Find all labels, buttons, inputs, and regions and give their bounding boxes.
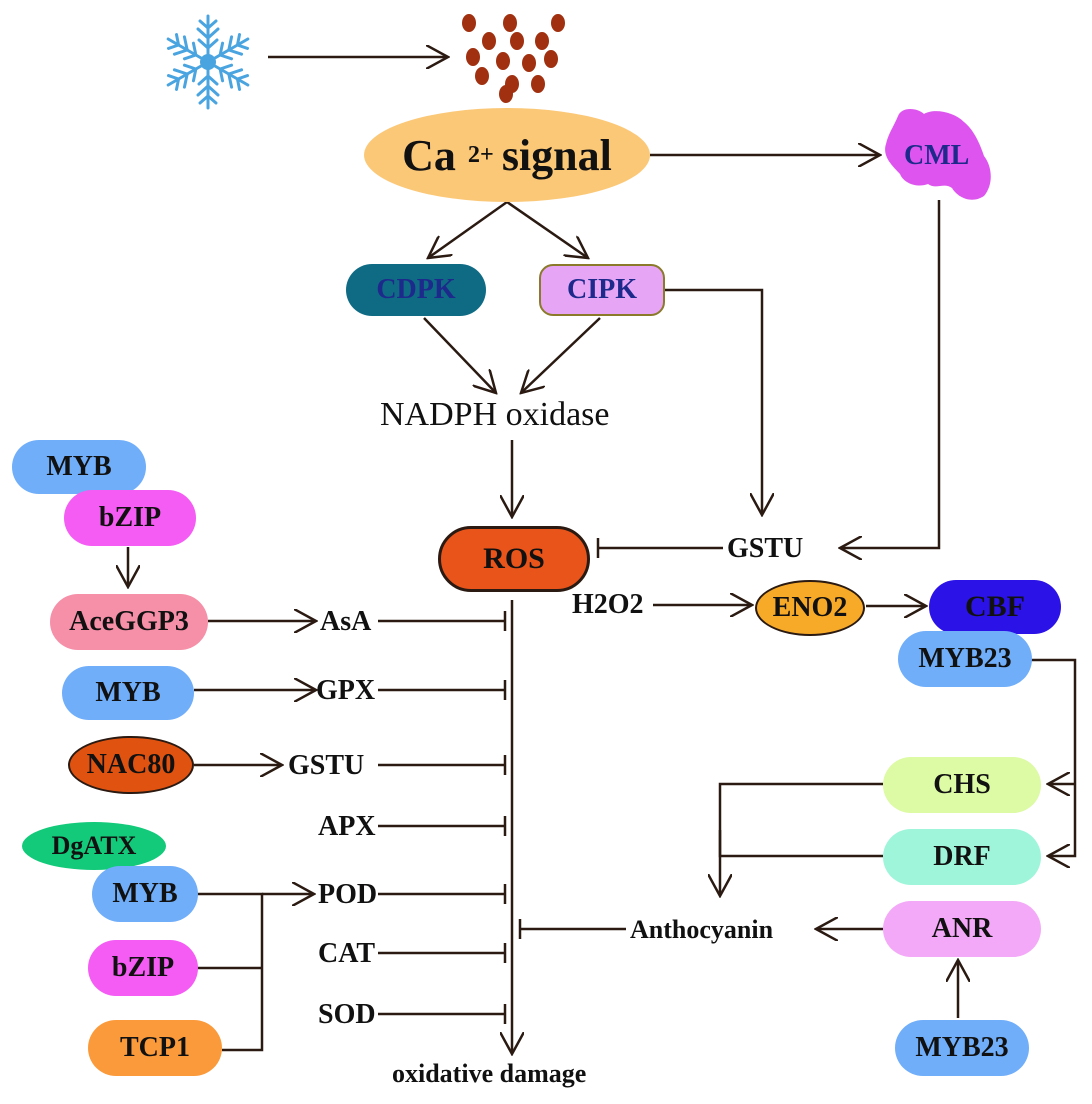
- anr-node: ANR: [883, 901, 1041, 957]
- myb-top-label: MYB: [46, 451, 112, 482]
- drf-node: DRF: [883, 829, 1041, 885]
- cdpk-label: CDPK: [376, 274, 456, 305]
- nac80-label: NAC80: [86, 749, 176, 780]
- bzip-top-label: bZIP: [98, 502, 162, 533]
- cipk-label: CIPK: [567, 274, 637, 305]
- cipk-node: CIPK: [539, 264, 665, 316]
- cbf-label: CBF: [965, 590, 1025, 623]
- myb-gpx-label: MYB: [95, 677, 161, 708]
- asa-label: AsA: [320, 606, 372, 637]
- anthocyanin-label: Anthocyanin: [630, 915, 774, 944]
- h2o2-label: H2O2: [572, 589, 644, 620]
- snowflake-icon: [161, 14, 255, 110]
- myb23-top-node: MYB23: [898, 631, 1032, 687]
- pod-label: POD: [318, 879, 378, 910]
- drf-label: DRF: [933, 841, 991, 872]
- myb23-bottom-label: MYB23: [915, 1032, 1009, 1063]
- anr-label: ANR: [931, 913, 993, 944]
- myb23-bottom-node: MYB23: [895, 1020, 1029, 1076]
- myb-pod-label: MYB: [112, 878, 178, 909]
- aceggp3-node: AceGGP3: [50, 594, 208, 650]
- tcp1-label: TCP1: [120, 1032, 190, 1063]
- oxidative-damage-label: oxidative damage: [392, 1059, 587, 1088]
- myb-pod-node: MYB: [92, 866, 198, 922]
- myb-gpx-node: MYB: [62, 666, 194, 720]
- nadph-oxidase-label: NADPH oxidase: [380, 396, 610, 433]
- sod-label: SOD: [318, 999, 376, 1030]
- dgatx-node: DgATX: [22, 822, 166, 870]
- gpx-label: GPX: [316, 675, 376, 706]
- gstu-left-label: GSTU: [288, 750, 365, 781]
- bzip-bottom-label: bZIP: [111, 952, 175, 983]
- bzip-bottom-node: bZIP: [88, 940, 198, 996]
- myb-top-node: MYB: [12, 440, 146, 494]
- cat-label: CAT: [318, 938, 376, 969]
- nac80-node: NAC80: [68, 736, 194, 794]
- chs-node: CHS: [883, 757, 1041, 813]
- tcp1-node: TCP1: [88, 1020, 222, 1076]
- eno2-node: ENO2: [755, 580, 865, 636]
- cbf-node: CBF: [929, 580, 1061, 634]
- ros-node: ROS: [438, 526, 590, 592]
- ros-label: ROS: [483, 542, 545, 575]
- calcium-signal-node: Ca 2+ signal: [364, 108, 650, 202]
- calcium-signal-label: Ca: [402, 130, 456, 180]
- aceggp3-label: AceGGP3: [69, 606, 189, 637]
- cdpk-node: CDPK: [346, 264, 486, 316]
- gstu-right-label: GSTU: [727, 533, 804, 564]
- eno2-label: ENO2: [772, 592, 848, 623]
- myb23-top-label: MYB23: [918, 643, 1012, 674]
- chs-label: CHS: [933, 769, 991, 800]
- cml-label: CML: [904, 140, 970, 171]
- bzip-top-node: bZIP: [64, 490, 196, 546]
- dgatx-label: DgATX: [51, 831, 137, 860]
- calcium-ions-icon: [462, 14, 565, 103]
- apx-label: APX: [318, 811, 376, 842]
- calcium-signal-suffix: signal: [501, 130, 612, 180]
- cml-shape: [885, 109, 991, 200]
